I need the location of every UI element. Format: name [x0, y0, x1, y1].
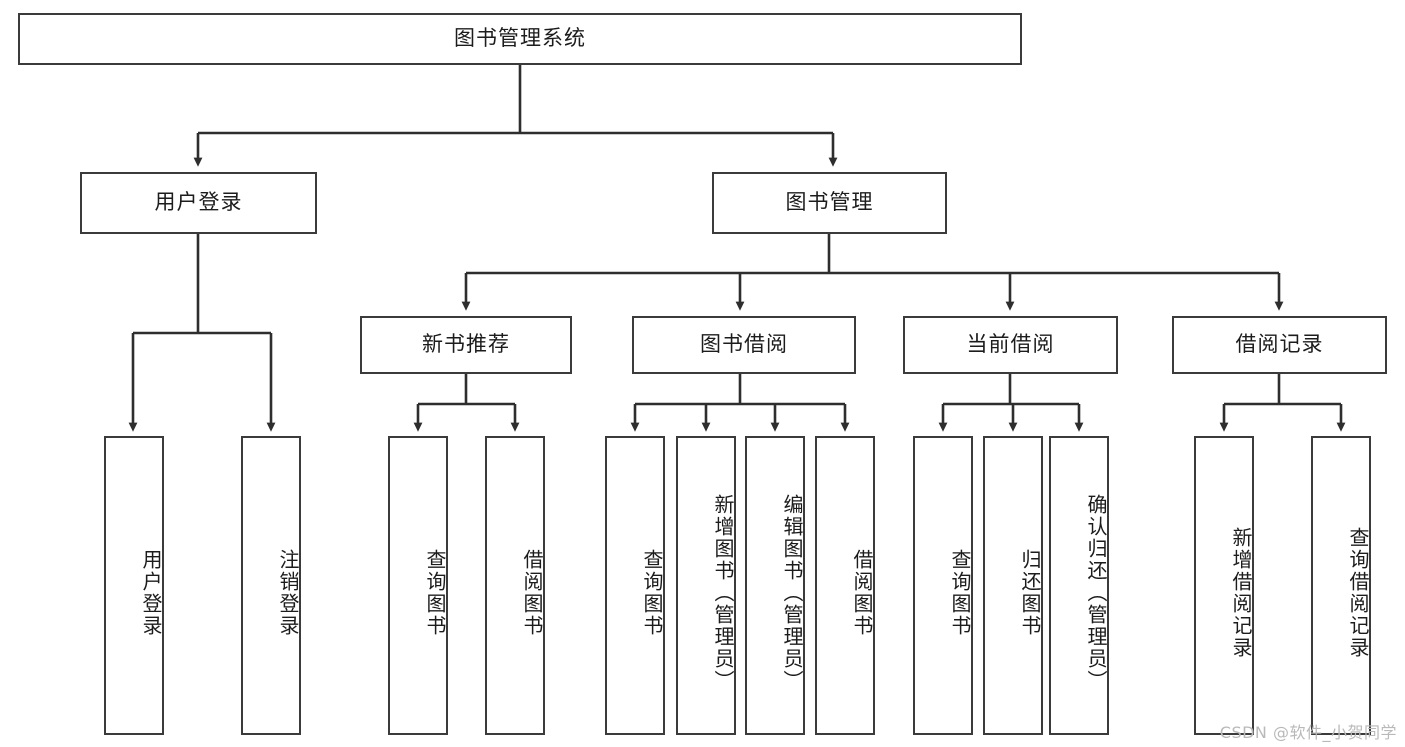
- node-label: 借阅图书: [520, 548, 544, 637]
- node-label: 新增借阅记录: [1229, 526, 1253, 659]
- node-label: 查询图书: [948, 548, 972, 637]
- leaf-current-return-book[interactable]: 归还图书: [983, 436, 1043, 735]
- leaf-borrow-edit-book-admin[interactable]: 编辑图书（管理员）: [745, 436, 805, 735]
- node-label: 确认归还（管理员）: [1084, 493, 1108, 692]
- node-label: 注销登录: [276, 548, 300, 637]
- node-label: 查询图书: [423, 548, 447, 637]
- leaf-current-query-book[interactable]: 查询图书: [913, 436, 973, 735]
- node-label: 新书推荐: [422, 332, 510, 357]
- node-book-borrow[interactable]: 图书借阅: [632, 316, 856, 374]
- leaf-recommend-borrow-book[interactable]: 借阅图书: [485, 436, 545, 735]
- node-current-borrow[interactable]: 当前借阅: [903, 316, 1118, 374]
- node-label: 查询图书: [640, 548, 664, 637]
- node-label: 用户登录: [154, 190, 243, 215]
- watermark: CSDN @软件_小贺同学: [1219, 723, 1397, 742]
- node-label: 编辑图书（管理员）: [780, 493, 804, 692]
- leaf-recommend-query-book[interactable]: 查询图书: [388, 436, 448, 735]
- leaf-current-confirm-return-admin[interactable]: 确认归还（管理员）: [1049, 436, 1109, 735]
- leaf-record-query-record[interactable]: 查询借阅记录: [1311, 436, 1371, 735]
- node-label: 用户登录: [139, 548, 163, 637]
- node-label: 图书借阅: [700, 332, 788, 357]
- leaf-user-login-login[interactable]: 用户登录: [104, 436, 164, 735]
- leaf-user-login-logout[interactable]: 注销登录: [241, 436, 301, 735]
- node-borrow-record[interactable]: 借阅记录: [1172, 316, 1387, 374]
- leaf-borrow-query-book[interactable]: 查询图书: [605, 436, 665, 735]
- leaf-record-add-record[interactable]: 新增借阅记录: [1194, 436, 1254, 735]
- node-label: 查询借阅记录: [1346, 526, 1370, 659]
- node-new-book-recommend[interactable]: 新书推荐: [360, 316, 572, 374]
- node-label: 图书管理: [785, 190, 874, 215]
- node-label: 借阅图书: [850, 548, 874, 637]
- node-label: 归还图书: [1018, 548, 1042, 637]
- node-label: 新增图书（管理员）: [711, 493, 735, 692]
- node-root-system[interactable]: 图书管理系统: [18, 13, 1022, 65]
- node-label: 当前借阅: [966, 332, 1055, 357]
- node-label: 图书管理系统: [454, 26, 586, 51]
- node-user-login[interactable]: 用户登录: [80, 172, 317, 234]
- leaf-borrow-add-book-admin[interactable]: 新增图书（管理员）: [676, 436, 736, 735]
- node-label: 借阅记录: [1235, 332, 1324, 357]
- leaf-borrow-borrow-book[interactable]: 借阅图书: [815, 436, 875, 735]
- node-book-management[interactable]: 图书管理: [712, 172, 947, 234]
